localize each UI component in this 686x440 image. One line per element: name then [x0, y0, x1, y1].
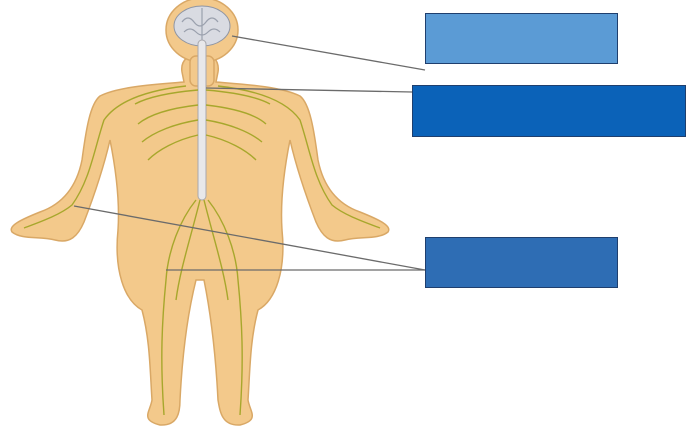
spinal-cord [198, 40, 206, 200]
label-box-peripheral-nerves[interactable] [425, 237, 618, 288]
label-box-spinal-cord[interactable] [412, 85, 686, 137]
label-box-brain[interactable] [425, 13, 618, 64]
leader-line-brain [232, 36, 425, 70]
